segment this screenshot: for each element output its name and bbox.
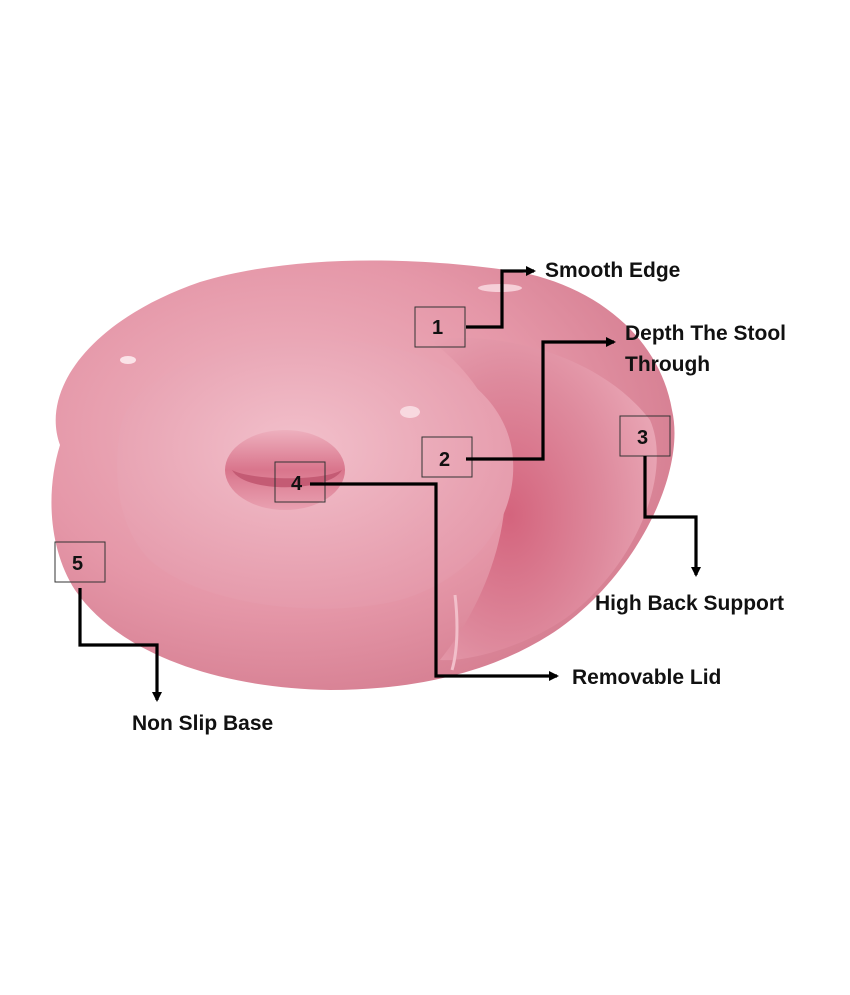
callout-1-number-box: [414, 306, 466, 348]
callout-4-number-box: [274, 461, 326, 503]
callout-3-label-line: High Back Support: [595, 592, 784, 615]
rim-edge-line: [450, 594, 459, 671]
callout-2-label-line-1: Depth The Stool: [625, 322, 786, 345]
back-support-surface: [430, 337, 657, 661]
callout-5-leader-arrow: [78, 588, 162, 702]
removable-lid: [225, 430, 345, 510]
callout-3-number: 3: [637, 427, 648, 449]
callout-5-label: Non Slip Base: [132, 712, 273, 735]
callout-5-number-box: [54, 541, 106, 583]
callout-non-slip-base: 5 Non Slip Base: [54, 541, 273, 735]
callout-4-label: Removable Lid: [572, 666, 721, 689]
callout-2-label-line-2: Through: [625, 353, 710, 376]
callout-1-number: 1: [432, 317, 443, 339]
callout-smooth-edge: 1 Smooth Edge: [414, 259, 680, 348]
callout-high-back-support: 3 High Back Support: [595, 415, 784, 615]
callout-2-leader-arrow: [466, 337, 616, 461]
callout-2-number-box: [421, 436, 473, 478]
callout-removable-lid: 4 Removable Lid: [274, 461, 721, 689]
callout-5-label-line: Non Slip Base: [132, 712, 273, 735]
callout-2-label: Depth The Stool Through: [625, 322, 792, 376]
callout-1-leader-arrow: [466, 266, 536, 329]
callout-depth: 2 Depth The Stool Through: [421, 322, 792, 478]
callout-3-leader-arrow: [643, 456, 701, 577]
highlight-left: [120, 356, 136, 364]
callout-1-label-line: Smooth Edge: [545, 259, 680, 282]
bedpan-product-image: [51, 260, 675, 690]
callout-4-number: 4: [291, 473, 303, 495]
highlight-rim: [478, 284, 522, 292]
callout-4-leader-arrow: [310, 482, 559, 681]
callout-5-number: 5: [72, 553, 83, 575]
callout-4-label-line: Removable Lid: [572, 666, 721, 689]
callout-3-label: High Back Support: [595, 592, 784, 615]
callout-2-number: 2: [439, 449, 450, 471]
highlight-center: [400, 406, 420, 418]
callout-1-label: Smooth Edge: [545, 259, 680, 282]
